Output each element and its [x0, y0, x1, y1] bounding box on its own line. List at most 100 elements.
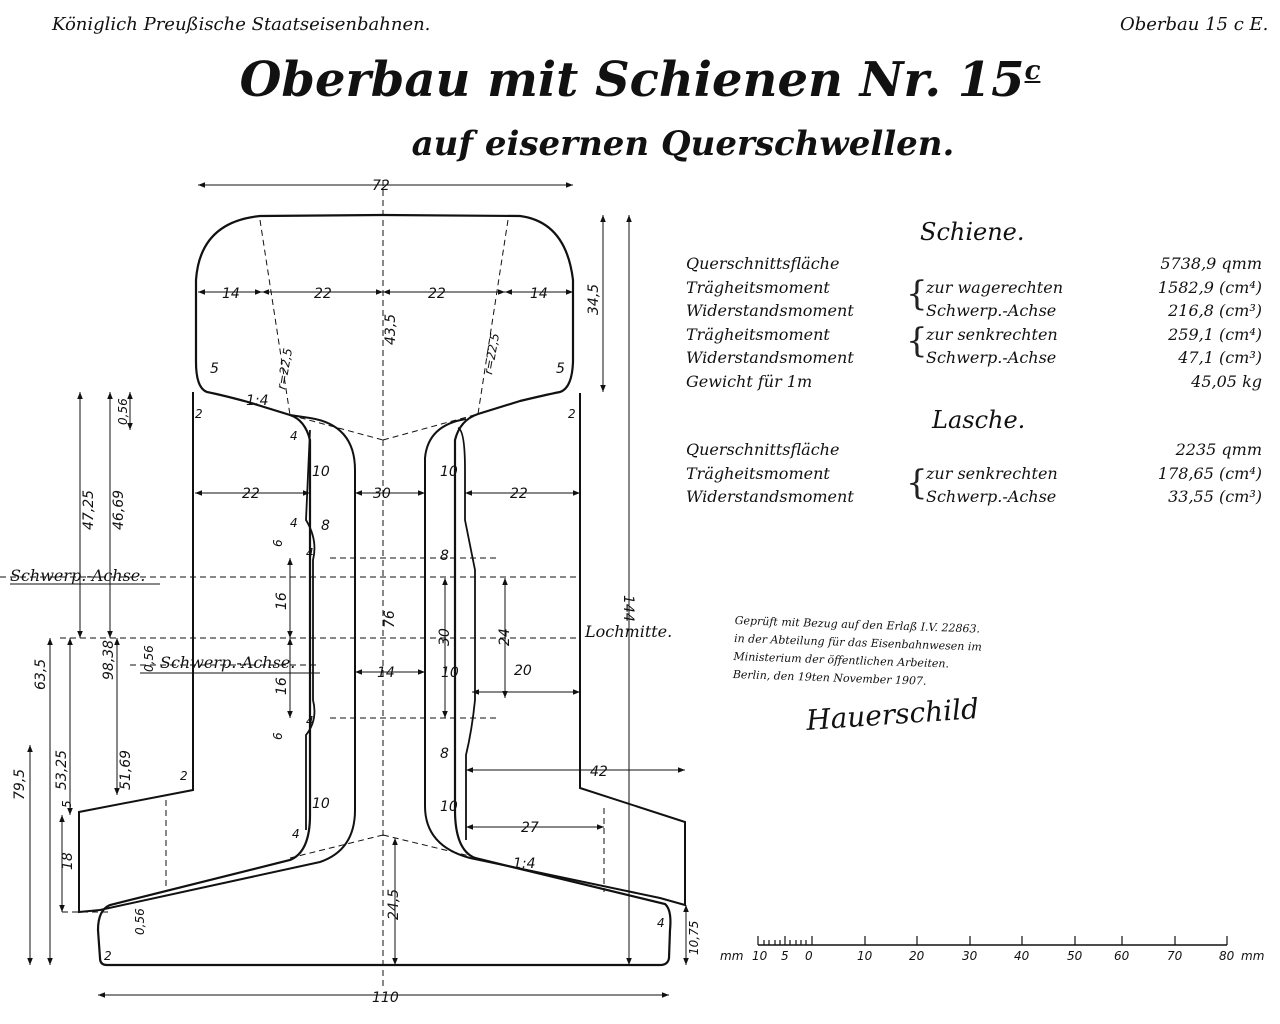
lasche-heading: Lasche. [932, 406, 1026, 434]
dim-30-right: 30 [437, 628, 453, 646]
scale-unit-left: mm [720, 949, 743, 963]
brace: { [906, 321, 928, 361]
lasche-value: 2235 qmm [1175, 440, 1262, 459]
dim-r4-d: 4 [306, 714, 314, 728]
page-subtitle: auf eisernen Querschwellen. [411, 124, 955, 164]
dim-r4-a: 4 [290, 429, 298, 443]
dim-10-75: 10,75 [687, 921, 701, 955]
lasche-label: Trägheitsmoment [686, 464, 830, 483]
scale-tick: 60 [1114, 949, 1130, 963]
dim-r4-b: 4 [290, 516, 298, 530]
left-fishplate [78, 392, 356, 914]
scale-tick: 20 [909, 949, 925, 963]
page-title: Oberbau mit Schienen Nr. 15c [0, 52, 1280, 108]
dim-20: 20 [514, 663, 532, 679]
schiene-axis: zur senkrechten [926, 325, 1058, 344]
title-suffix: c [1024, 56, 1041, 86]
dim-r10-b: 10 [440, 464, 458, 480]
schiene-axis: zur wagerechten [926, 278, 1063, 297]
dim-radius-right: r=22,5 [481, 332, 502, 376]
header-drawing-code: Oberbau 15 c E. [1120, 14, 1269, 35]
right-fishplate [424, 393, 686, 907]
approval-note: Geprüft mit Bezug auf den Erlaß I.V. 228… [732, 612, 982, 693]
lasche-label: Querschnittsfläche [686, 440, 840, 459]
schiene-label: Querschnittsfläche [686, 254, 840, 273]
label-schwerp-achse-rail: Schwerp.-Achse. [10, 566, 145, 585]
schiene-label: Widerstandsmoment [686, 348, 854, 367]
dim-head-14-left: 14 [222, 286, 240, 302]
dim-head-14-right: 14 [530, 286, 548, 302]
lasche-axis: zur senkrechten [926, 464, 1058, 483]
dim-76: 76 [382, 610, 398, 628]
dim-total-height: 144 [620, 595, 636, 622]
dim-radius-left: r=22,5 [274, 347, 295, 391]
dim-63-5: 63,5 [33, 659, 49, 690]
dim-r2-d: 2 [104, 949, 112, 963]
label-lochmitte: Lochmitte. [584, 622, 672, 641]
dim-42: 42 [590, 764, 608, 780]
dim-slope-top: 1:4 [246, 393, 269, 409]
lasche-axis: Schwerp.-Achse [926, 487, 1057, 506]
scale-tick: 0 [805, 949, 813, 963]
lasche-label: Widerstandsmoment [686, 487, 854, 506]
schiene-label: Widerstandsmoment [686, 301, 854, 320]
schiene-axis: Schwerp.-Achse [926, 348, 1057, 367]
schiene-value: 45,05 kg [1191, 372, 1262, 391]
dim-056-bottom: 0,56 [133, 908, 147, 935]
dim-r10-d: 10 [440, 799, 458, 815]
dim-16-a: 16 [274, 592, 290, 610]
dim-79-5: 79,5 [12, 769, 28, 800]
scale-tick: 10 [752, 949, 768, 963]
dim-6-a: 6 [271, 539, 285, 547]
schiene-label: Gewicht für 1m [686, 372, 813, 391]
scale-tick: 30 [962, 949, 978, 963]
label-schwerp-achse-plate: Schwerp.-Achse. [160, 653, 295, 672]
schiene-label: Trägheitsmoment [686, 278, 830, 297]
dim-30: 30 [373, 486, 391, 502]
dim-5-left: 5 [60, 800, 74, 808]
dim-top-width: 72 [372, 178, 390, 194]
brace: { [906, 463, 928, 503]
scale-tick: 10 [857, 949, 873, 963]
dim-53-25: 53,25 [54, 750, 70, 790]
lasche-value: 178,65 (cm⁴) [1157, 464, 1262, 483]
dim-r2-b: 2 [568, 407, 576, 421]
dim-6-b: 6 [271, 732, 285, 740]
dim-10-mid: 10 [441, 665, 459, 681]
dim-r4-c: 4 [306, 546, 314, 560]
schiene-axis: Schwerp.-Achse [926, 301, 1057, 320]
schiene-value: 216,8 (cm³) [1168, 301, 1262, 320]
dim-bottom-width: 110 [372, 990, 399, 1006]
dim-head-22-left: 22 [314, 286, 332, 302]
dim-056-top: 0,56 [116, 398, 130, 425]
scale-tick: 50 [1067, 949, 1083, 963]
schiene-value: 1582,9 (cm⁴) [1157, 278, 1262, 297]
dim-14: 14 [377, 665, 395, 681]
schiene-value: 5738,9 qmm [1160, 254, 1262, 273]
dim-18: 18 [60, 852, 76, 870]
dim-47-25: 47,25 [81, 490, 97, 530]
dim-8-right-a: 8 [440, 548, 449, 564]
dim-head-22-right: 22 [428, 286, 446, 302]
dim-98-38: 98,38 [101, 640, 117, 680]
dim-27: 27 [521, 820, 539, 836]
dim-r4-f: 4 [657, 916, 665, 930]
header-railway-name: Königlich Preußische Staatseisenbahnen. [52, 14, 431, 35]
title-main: Oberbau mit Schienen Nr. 15 [239, 52, 1025, 108]
schiene-label: Trägheitsmoment [686, 325, 830, 344]
dim-head-height: 34,5 [586, 284, 602, 315]
scale-unit-right: mm [1241, 949, 1264, 963]
dim-22-right: 22 [510, 486, 528, 502]
dim-8-left: 8 [321, 518, 330, 534]
schiene-heading: Schiene. [920, 218, 1025, 246]
rail-outline [96, 213, 672, 967]
scale-tick: 80 [1219, 949, 1235, 963]
schiene-value: 47,1 (cm³) [1178, 348, 1262, 367]
brace: { [906, 274, 928, 314]
dim-r2-c: 2 [180, 769, 188, 783]
dim-24-right: 24 [497, 628, 513, 646]
dim-slope-bottom: 1:4 [513, 856, 536, 872]
dim-46-69: 46,69 [111, 490, 127, 530]
dim-51-69: 51,69 [118, 750, 134, 790]
